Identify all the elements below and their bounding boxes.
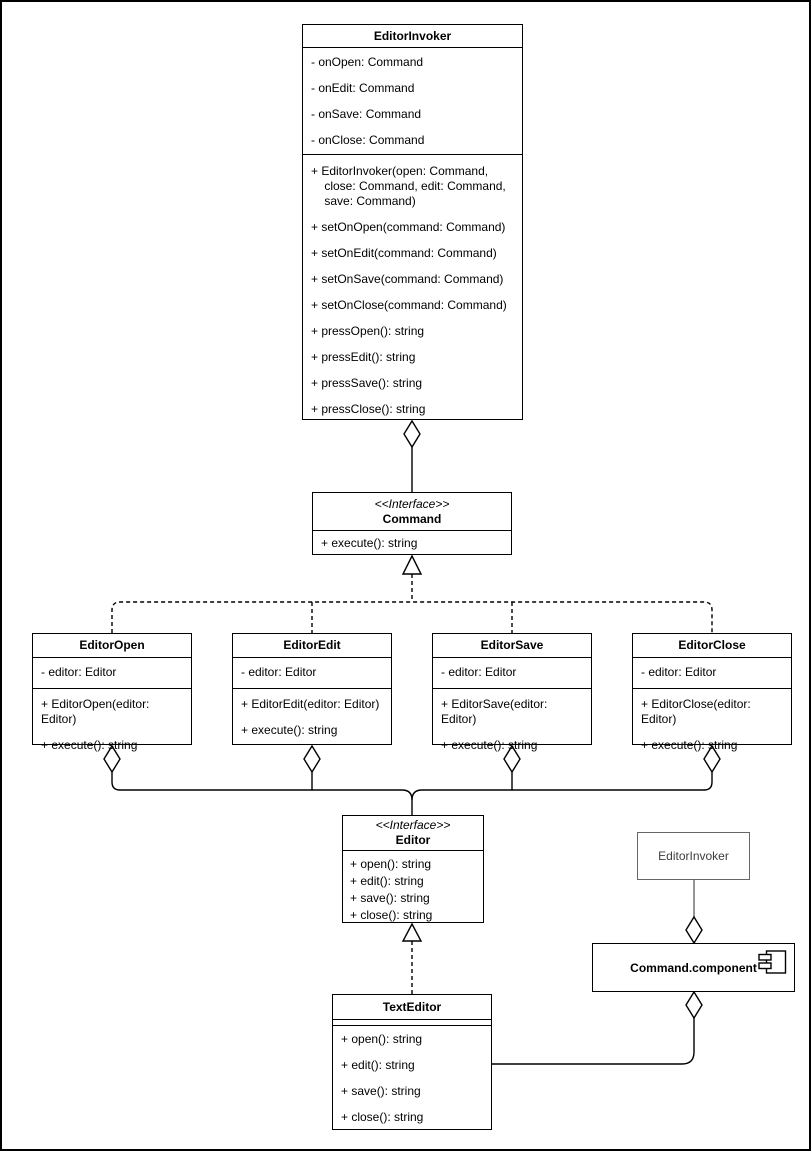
aggregation-invokerref-to-component xyxy=(685,880,703,945)
class-title-editoropen: EditorOpen xyxy=(33,634,191,658)
uml-method: + EditorInvoker(open: Command, close: Co… xyxy=(311,164,506,208)
attributes-compartment: - editor: Editor xyxy=(633,658,791,689)
generalization-triangle xyxy=(401,922,423,942)
realization-command-branch xyxy=(111,554,713,633)
uml-method: + pressEdit(): string xyxy=(311,350,416,364)
class-title-texteditor: TextEditor xyxy=(333,995,491,1020)
interface-box-editor[interactable]: <<Interface>> Editor + open(): string + … xyxy=(342,815,484,923)
methods-compartment: + EditorOpen(editor: Editor) + execute()… xyxy=(33,689,191,753)
class-title-editoredit: EditorEdit xyxy=(233,634,391,658)
methods-compartment: + open(): string + edit(): string + save… xyxy=(343,851,483,924)
interface-name: Command xyxy=(382,511,442,526)
class-title-editorsave: EditorSave xyxy=(433,634,591,658)
aggregation-diamond xyxy=(685,990,703,1020)
aggregation-diamond xyxy=(403,419,421,449)
uml-attribute: - editor: Editor xyxy=(241,665,317,679)
uml-method: + edit(): string xyxy=(341,1058,415,1072)
aggregation-diamond xyxy=(303,744,321,774)
uml-attribute: - onOpen: Command xyxy=(311,55,424,69)
interface-title-editor: <<Interface>> Editor xyxy=(343,816,483,851)
aggregation-invoker-to-command xyxy=(403,419,421,492)
methods-compartment: + EditorSave(editor: Editor) + execute()… xyxy=(433,689,591,753)
class-box-editoropen[interactable]: EditorOpen - editor: Editor + EditorOpen… xyxy=(32,633,192,752)
uml-method: + execute(): string xyxy=(321,536,418,550)
uml-method: + EditorClose(editor: Editor) xyxy=(641,697,755,726)
uml-method: + setOnOpen(command: Command) xyxy=(311,220,506,234)
uml-attribute: - editor: Editor xyxy=(441,665,517,679)
uml-method: + save(): string xyxy=(350,891,430,905)
component-label: Command.component xyxy=(630,960,757,975)
uml-method: + pressOpen(): string xyxy=(311,324,425,338)
uml-method: + save(): string xyxy=(341,1084,421,1098)
uml-attribute: - editor: Editor xyxy=(641,665,717,679)
interface-box-command[interactable]: <<Interface>> Command + execute(): strin… xyxy=(312,492,512,555)
methods-compartment: + EditorInvoker(open: Command, close: Co… xyxy=(303,155,522,417)
methods-compartment: + EditorEdit(editor: Editor) + execute()… xyxy=(233,689,391,738)
generalization-triangle xyxy=(401,554,423,575)
class-box-editoredit[interactable]: EditorEdit - editor: Editor + EditorEdit… xyxy=(232,633,392,745)
uml-method: + open(): string xyxy=(350,857,432,871)
methods-compartment: + execute(): string xyxy=(313,531,511,551)
methods-compartment: + open(): string + edit(): string + save… xyxy=(333,1026,491,1125)
uml-method: + pressSave(): string xyxy=(311,376,423,390)
class-box-editorinvoker[interactable]: EditorInvoker - onOpen: Command - onEdit… xyxy=(302,24,523,420)
uml-method: + open(): string xyxy=(341,1032,423,1046)
uml-method: + execute(): string xyxy=(641,738,738,752)
uml-attribute: - onClose: Command xyxy=(311,133,425,147)
uml-method: + execute(): string xyxy=(41,738,138,752)
aggregation-component-to-texteditor xyxy=(491,990,703,1065)
class-box-editorclose[interactable]: EditorClose - editor: Editor + EditorClo… xyxy=(632,633,792,752)
aggregation-commands-to-editor xyxy=(103,744,721,815)
attributes-compartment: - editor: Editor xyxy=(33,658,191,689)
uml-method: + close(): string xyxy=(350,908,433,922)
uml-method: + pressClose(): string xyxy=(311,402,426,416)
attributes-compartment: - editor: Editor xyxy=(233,658,391,689)
class-title-editorinvoker: EditorInvoker xyxy=(303,25,522,48)
uml-method: + execute(): string xyxy=(241,723,338,737)
stereotype-label: <<Interface>> xyxy=(375,818,451,832)
interface-name: Editor xyxy=(395,833,431,847)
class-box-editorsave[interactable]: EditorSave - editor: Editor + EditorSave… xyxy=(432,633,592,752)
aggregation-diamond xyxy=(685,915,703,945)
stereotype-label: <<Interface>> xyxy=(374,496,450,511)
uml-attribute: - editor: Editor xyxy=(41,665,117,679)
methods-compartment: + EditorClose(editor: Editor) + execute(… xyxy=(633,689,791,753)
uml-method: + setOnSave(command: Command) xyxy=(311,272,504,286)
uml-method: + EditorOpen(editor: Editor) xyxy=(41,697,153,726)
realization-texteditor-to-editor xyxy=(401,922,423,994)
uml-method: + edit(): string xyxy=(350,874,424,888)
uml-method: + setOnEdit(command: Command) xyxy=(311,246,497,260)
node-box-editorinvoker-ref[interactable]: EditorInvoker xyxy=(637,832,750,880)
uml-method: + setOnClose(command: Command) xyxy=(311,298,507,312)
uml-method: + close(): string xyxy=(341,1110,424,1124)
uml-attribute: - onEdit: Command xyxy=(311,81,415,95)
class-box-texteditor[interactable]: TextEditor + open(): string + edit(): st… xyxy=(332,994,492,1130)
component-box-command[interactable]: Command.component xyxy=(592,943,795,992)
interface-title-command: <<Interface>> Command xyxy=(313,493,511,531)
attributes-compartment: - editor: Editor xyxy=(433,658,591,689)
uml-method: + execute(): string xyxy=(441,738,538,752)
uml-component-icon xyxy=(758,950,787,974)
class-title-editorclose: EditorClose xyxy=(633,634,791,658)
node-label: EditorInvoker xyxy=(658,849,729,863)
attributes-compartment-empty xyxy=(333,1020,491,1026)
uml-attribute: - onSave: Command xyxy=(311,107,422,121)
uml-method: + EditorSave(editor: Editor) xyxy=(441,697,551,726)
attributes-compartment: - onOpen: Command - onEdit: Command - on… xyxy=(303,48,522,155)
uml-method: + EditorEdit(editor: Editor) xyxy=(241,697,380,711)
